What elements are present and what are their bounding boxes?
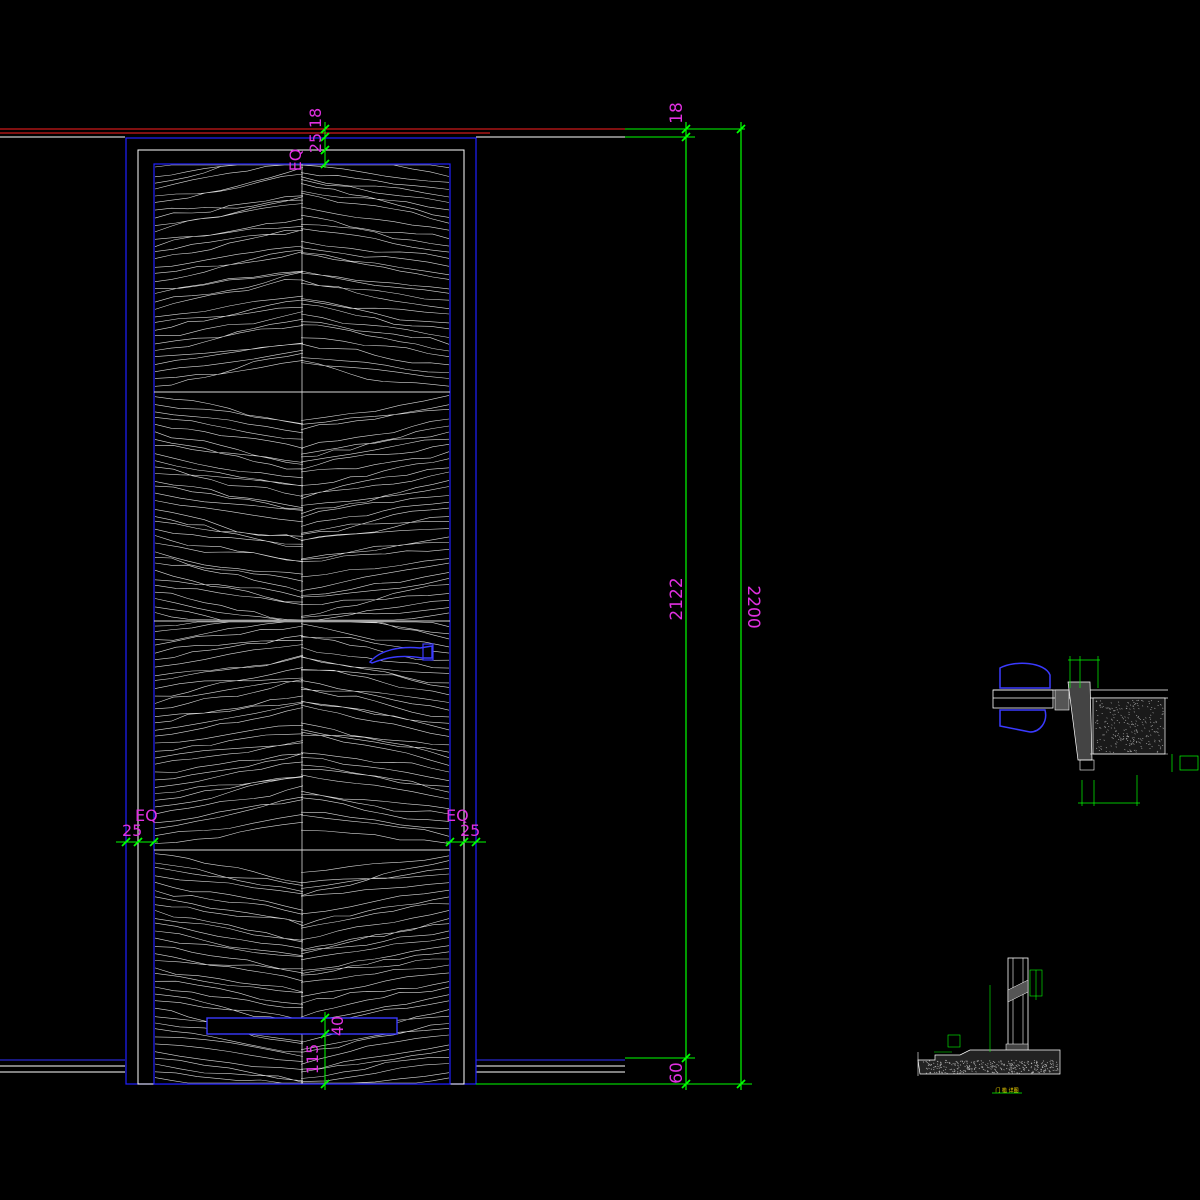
- top-label-25: 25: [306, 133, 325, 153]
- dimension-tick: [681, 132, 691, 142]
- top-label-18: 18: [306, 108, 325, 128]
- jamb-section-hatch: [1095, 699, 1164, 753]
- dimension-tick: [320, 1029, 330, 1039]
- side-left-25: 25: [122, 821, 142, 840]
- dimension-tick: [320, 159, 330, 169]
- door-panel-divisions: [154, 164, 450, 1084]
- side-right-eq: EQ: [446, 806, 469, 825]
- leaf-height-label: 2122: [667, 577, 687, 620]
- dimension-ticks: [121, 124, 746, 1089]
- dimension-tick: [681, 124, 691, 134]
- dimension-lines: [116, 122, 752, 1090]
- dimension-tick: [320, 145, 330, 155]
- dimension-tick: [121, 837, 131, 847]
- threshold-detail-caption: 门 槛 详图: [995, 1087, 1018, 1094]
- kick-plate: [206, 1017, 398, 1035]
- lever-handle-icon: [368, 643, 434, 664]
- door-leaf-veneer-grain: [154, 164, 450, 1084]
- dimension-tick: [133, 837, 143, 847]
- threshold-section-hatch: [922, 1059, 1059, 1074]
- side-left-eq: EQ: [135, 806, 158, 825]
- threshold-hatch-dots: [922, 1059, 1059, 1074]
- jamb-hatch-dots: [1095, 699, 1164, 753]
- veneer-grain-lines: [154, 164, 450, 1084]
- dimension-tick: [736, 1079, 746, 1089]
- overall-height-label: 2200: [743, 585, 763, 628]
- kick-plate-height-label: 40: [328, 1016, 347, 1036]
- dimension-tick: [320, 124, 330, 134]
- dimension-tick: [736, 124, 746, 134]
- dimension-tick: [320, 1013, 330, 1023]
- top-gap-label: 18: [667, 102, 687, 124]
- kick-plate-offset-label: 115: [303, 1044, 322, 1075]
- dimension-tick: [149, 837, 159, 847]
- dimension-tick: [681, 1053, 691, 1063]
- dimension-tick: [459, 837, 469, 847]
- jamb-section-detail: [992, 656, 1199, 806]
- dimension-tick: [320, 132, 330, 142]
- dimension-tick: [681, 1079, 691, 1089]
- threshold-section-detail: [917, 957, 1061, 1094]
- dimension-tick: [320, 1079, 330, 1089]
- dimension-tick: [445, 837, 455, 847]
- side-right-25: 25: [460, 821, 480, 840]
- bottom-gap-label: 60: [667, 1062, 687, 1084]
- wall-lines: [0, 128, 625, 1073]
- top-label-eq: EQ: [286, 149, 305, 172]
- dimension-tick: [471, 837, 481, 847]
